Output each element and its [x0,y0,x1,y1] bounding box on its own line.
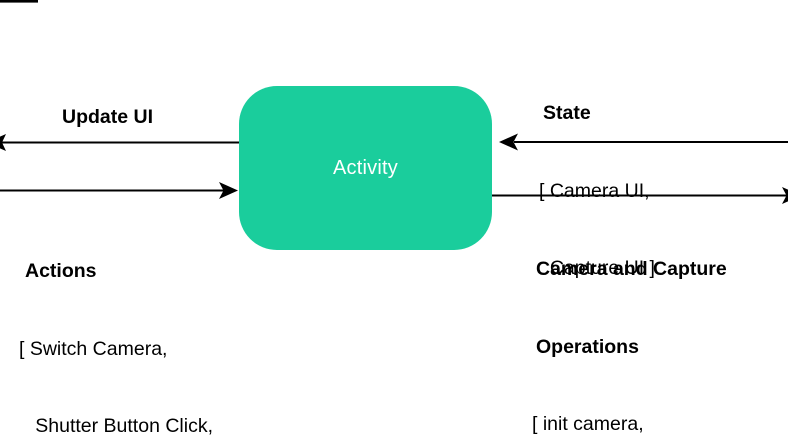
state-line: Capture UI ] [539,256,655,279]
state-arrow [499,133,788,151]
actions-arrow [0,182,238,199]
operations-arrow [492,187,788,204]
actions-block: Actions [ Switch Camera, Shutter Button … [19,208,261,444]
operations-title-line1: Camera and Capture [536,258,727,281]
activity-node: Activity [239,86,492,250]
operations-line: [ init camera, [532,412,644,435]
actions-line: [ Switch Camera, [19,337,168,360]
state-title: State [543,102,591,125]
state-arrowhead-left-icon [499,133,518,151]
actions-line: Shutter Button Click, [19,414,214,437]
actions-title: Actions [25,260,97,283]
update-ui-arrowhead-left-icon [0,134,6,151]
activity-node-label: Activity [333,156,398,179]
update-ui-label: Update UI [62,106,154,128]
actions-arrowhead-right-icon [219,182,238,199]
operations-block: Camera and Capture Operations [ init cam… [532,206,727,444]
operations-title-line2: Operations [536,335,639,358]
update-ui-arrow [0,134,239,151]
top-left-partial-line [0,0,38,3]
state-block: State [ Camera UI, Capture UI ] [539,50,655,333]
operations-arrowhead-right-icon [782,187,788,204]
state-line: [ Camera UI, [539,179,650,202]
